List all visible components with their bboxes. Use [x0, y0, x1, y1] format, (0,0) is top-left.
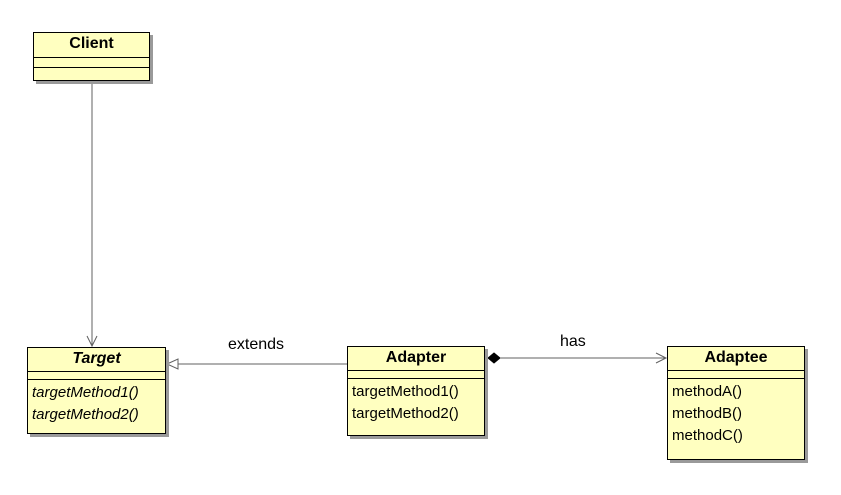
attributes-compartment — [348, 371, 484, 379]
class-name: Adapter — [348, 347, 484, 371]
operation: targetMethod1() — [32, 384, 139, 401]
operations-compartment: methodA() methodB() methodC() — [668, 379, 804, 447]
class-target[interactable]: Target targetMethod1() targetMethod2() — [27, 347, 166, 434]
operation: methodB() — [672, 405, 743, 422]
class-adaptee[interactable]: Adaptee methodA() methodB() methodC() — [667, 346, 805, 460]
operation: targetMethod1() — [352, 383, 459, 400]
class-name: Target — [28, 348, 165, 372]
operations-compartment: targetMethod1() targetMethod2() — [348, 379, 484, 425]
class-name: Client — [34, 33, 149, 58]
adapter-adaptee-composition — [487, 352, 668, 364]
extends-label: extends — [228, 336, 285, 353]
class-name: Adaptee — [668, 347, 804, 371]
has-label: has — [560, 333, 586, 350]
attributes-compartment — [28, 372, 165, 380]
operations-compartment — [34, 68, 149, 77]
filled-diamond-icon — [487, 352, 501, 364]
operation: methodA() — [672, 383, 743, 400]
adapter-target-generalization — [165, 358, 347, 370]
open-arrowhead-icon — [86, 335, 98, 348]
operations-compartment: targetMethod1() targetMethod2() — [28, 380, 165, 426]
operation: targetMethod2() — [32, 406, 139, 423]
client-target-association — [86, 82, 98, 348]
attributes-compartment — [668, 371, 804, 379]
hollow-triangle-icon — [165, 358, 179, 370]
attributes-compartment — [34, 58, 149, 68]
open-arrowhead-icon — [655, 352, 668, 364]
class-adapter[interactable]: Adapter targetMethod1() targetMethod2() — [347, 346, 485, 436]
class-client[interactable]: Client — [33, 32, 150, 81]
operation: targetMethod2() — [352, 405, 459, 422]
operation: methodC() — [672, 427, 743, 444]
